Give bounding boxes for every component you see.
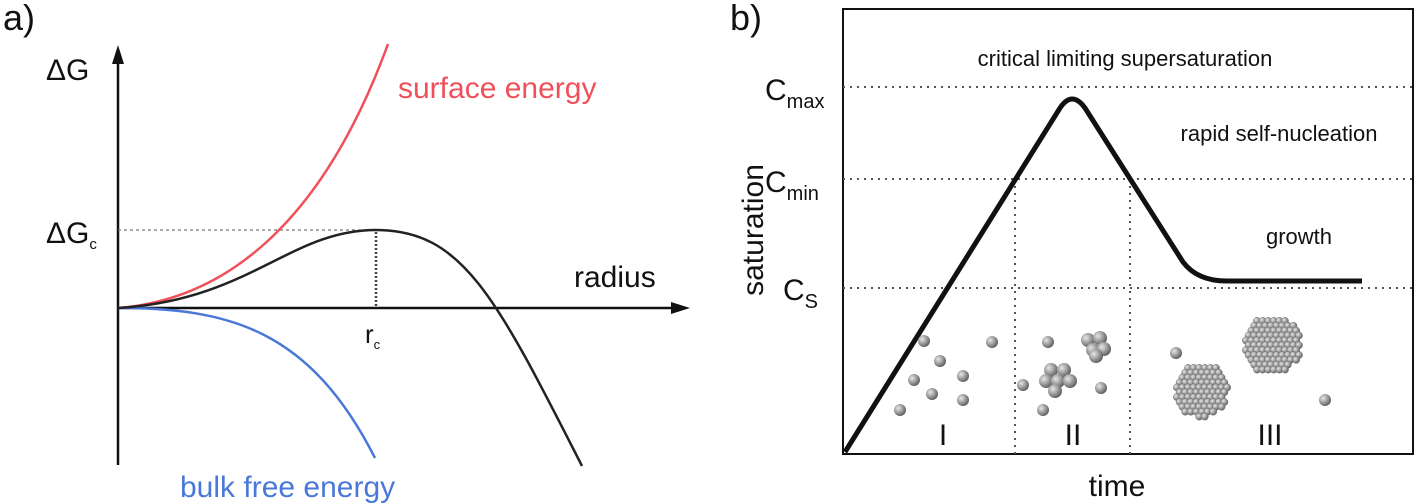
critical-radius-label: rc (365, 319, 381, 352)
stage-1-monomers (894, 335, 998, 416)
stage-label-2: II (1065, 419, 1082, 452)
plot-frame (842, 8, 1414, 455)
nucleus-cluster (1081, 331, 1111, 363)
monomer-particle (926, 388, 938, 400)
panel-b: b) Cmax Cmin CS saturation time critical… (730, 0, 1414, 503)
bulk-free-energy-curve (117, 306, 377, 459)
critical-energy-label: ΔGc (46, 217, 97, 253)
stage-3-grown-particles (1170, 317, 1331, 421)
saturation-curve (842, 96, 1362, 454)
x-axis-label: time (1089, 470, 1146, 503)
annotation-self-nucleation: rapid self-nucleation (1181, 121, 1378, 146)
grown-nanocrystal (1173, 364, 1231, 421)
monomer-particle (1095, 382, 1107, 394)
monomer-particle (957, 370, 969, 382)
panel-a-label: a) (3, 0, 35, 38)
cluster-atom (1201, 412, 1209, 421)
grown-nanocrystal (1242, 317, 1303, 374)
monomer-particle (894, 404, 906, 416)
annotation-growth: growth (1266, 224, 1332, 249)
level-label-cmin: Cmin (765, 166, 819, 205)
monomer-particle (957, 394, 969, 406)
level-label-cmax: Cmax (765, 74, 824, 113)
monomer-particle (934, 355, 946, 367)
nucleus-cluster (1039, 363, 1077, 398)
y-axis-label: ΔG (46, 54, 89, 87)
cluster-atom (1217, 402, 1226, 411)
monomer-particle (1170, 347, 1182, 359)
monomer-particle (1319, 394, 1331, 406)
cluster-atom (1292, 355, 1300, 364)
y-axis-arrow-icon (112, 45, 124, 64)
cluster-atom (1209, 407, 1217, 416)
total-free-energy-curve (117, 228, 584, 467)
monomer-particle (1017, 379, 1029, 391)
annotation-critical-supersaturation: critical limiting supersaturation (978, 46, 1273, 71)
bulk-free-energy-label: bulk free energy (180, 471, 395, 503)
y-axis-label: saturation (737, 164, 770, 296)
surface-energy-curve (117, 43, 390, 310)
panel-b-label: b) (730, 0, 762, 38)
stage-label-1: I (939, 419, 947, 452)
surface-energy-label: surface energy (398, 72, 596, 105)
x-axis-label: radius (574, 261, 656, 294)
monomer-particle (986, 336, 998, 348)
monomer-particle (1042, 336, 1054, 348)
monomer-particle (918, 335, 930, 347)
stage-2-nuclei (1017, 331, 1111, 416)
x-axis-arrow-icon (671, 302, 690, 314)
stage-label-3: III (1257, 419, 1282, 452)
level-label-cs: CS (783, 274, 818, 313)
cluster-atom (1281, 365, 1289, 374)
monomer-particle (1037, 404, 1049, 416)
panel-a: a) ΔG radius ΔGc rc surface energy bulk … (3, 0, 690, 503)
monomer-particle (908, 374, 920, 386)
